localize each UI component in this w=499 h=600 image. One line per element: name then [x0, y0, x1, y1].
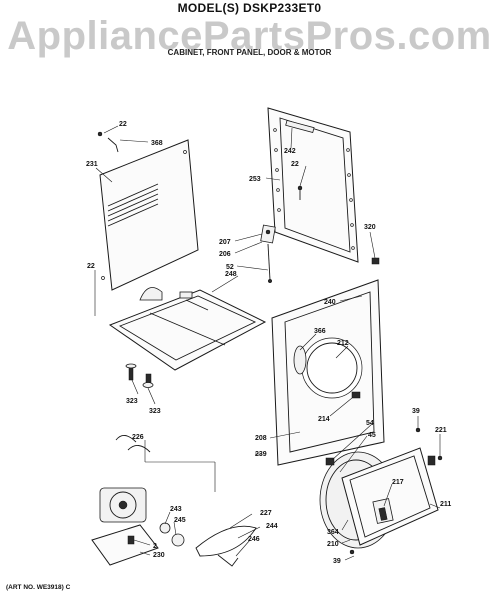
callout-239: 239: [255, 451, 267, 458]
callout-248: 248: [225, 271, 237, 278]
cabinet-top-part: [267, 107, 359, 263]
art-number: (ART NO. WE3918) C: [6, 584, 71, 591]
callout-22-b: 22: [291, 161, 299, 168]
screw-368-part: [97, 131, 119, 153]
callout-39-b: 39: [333, 558, 341, 565]
callout-323-b: 323: [149, 408, 161, 415]
callout-208: 208: [255, 435, 267, 442]
clip-320-part: [371, 257, 380, 265]
leader-lines: [94, 125, 441, 561]
motor-assembly-part: [91, 435, 257, 567]
callout-45: 45: [368, 432, 376, 439]
diagram-title: MODEL(S) DSKP233ET0: [177, 1, 322, 15]
callout-214: 214: [318, 416, 330, 423]
callout-231: 231: [86, 161, 98, 168]
callout-labels: 22 368 231 242 22 253 22 320 207 206 52 …: [86, 121, 451, 565]
callout-52: 52: [226, 264, 234, 271]
callout-244: 244: [266, 523, 278, 530]
diagram-subtitle: CABINET, FRONT PANEL, DOOR & MOTOR: [167, 48, 332, 57]
callout-206: 206: [219, 251, 231, 258]
base-pan-part: [108, 287, 267, 371]
callout-230: 230: [153, 552, 165, 559]
callout-323-a: 323: [126, 398, 138, 405]
leveling-leg-part: [125, 363, 154, 388]
callout-320: 320: [364, 224, 376, 231]
callout-2: 2: [153, 543, 157, 550]
callout-246: 246: [248, 536, 260, 543]
door-assembly-part: [319, 427, 443, 555]
callout-212: 212: [337, 340, 349, 347]
door-switch-part: [260, 185, 303, 284]
callout-243: 243: [170, 506, 182, 513]
callout-210: 210: [327, 541, 339, 548]
callout-39-a: 39: [412, 408, 420, 415]
rear-panel-part: [99, 139, 199, 291]
watermark-logo: AppliancePartsPros.com: [7, 14, 492, 58]
callout-22-a: 22: [119, 121, 127, 128]
callout-226: 226: [132, 434, 144, 441]
callout-22-c: 22: [87, 263, 95, 270]
callout-207: 207: [219, 239, 231, 246]
callout-54: 54: [366, 420, 374, 427]
callout-221: 221: [435, 427, 447, 434]
callout-366: 366: [314, 328, 326, 335]
callout-211: 211: [440, 501, 451, 508]
callout-245: 245: [174, 517, 186, 524]
callout-242: 242: [284, 148, 296, 155]
callout-217: 217: [392, 479, 404, 486]
front-panel-part: [271, 279, 385, 466]
callout-240: 240: [324, 299, 336, 306]
callout-368: 368: [151, 140, 163, 147]
callout-227: 227: [260, 510, 272, 517]
callout-253: 253: [249, 176, 261, 183]
callout-364: 364: [327, 529, 339, 536]
